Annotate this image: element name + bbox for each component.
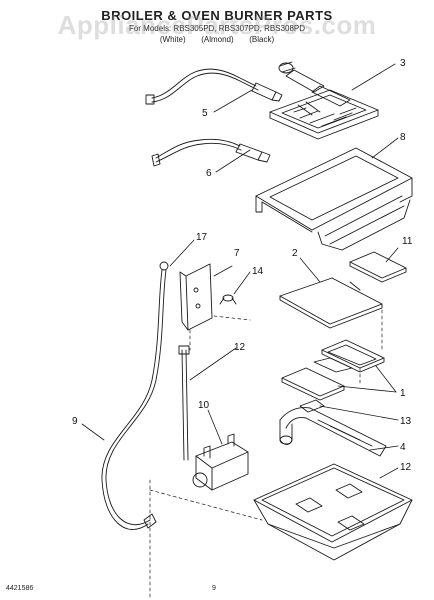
part-9-gas-line [101,261,169,530]
callout-15: 14 [252,266,264,277]
callout-6: 6 [206,168,212,179]
model-numbers: For Models: RBS305PD, RBS307PD, RBS308PD [128,24,306,33]
part-7-bracket [179,263,213,331]
callout-9: 9 [72,416,78,427]
part-4-oven-burner [279,407,387,457]
variant-almond: (Almond) [201,35,234,44]
part-3-broiler-burner [269,61,379,140]
callout-3: 3 [400,58,406,69]
callout-8: 8 [400,132,406,143]
part-13-bottom-pan [253,463,413,561]
callout-12: 12 [234,342,246,353]
part-10-gas-valve [192,433,249,491]
part-14-clip [299,399,325,413]
part-15-screw [219,294,237,305]
page-number: 9 [212,585,216,592]
diagram-title: BROILER & OVEN BURNER PARTS [101,8,333,23]
color-variants: (White) (Almond) (Black) [0,35,434,44]
callout-1: 1 [400,388,406,399]
part-12-tube [178,345,190,461]
part-6-igniter-harness [151,138,271,167]
callout-2: 2 [292,248,298,259]
callout-11: 11 [402,236,413,247]
callout-4: 4 [400,442,406,453]
callout-7: 7 [234,248,240,259]
callout-13: 12 [400,462,412,473]
part-11-plate [349,251,407,283]
leader-lines [81,63,399,479]
part-8-frame [255,147,413,251]
callout-5: 5 [202,108,208,119]
callout-17: 17 [196,232,208,243]
callout-14: 13 [400,416,412,427]
callout-10: 10 [198,400,210,411]
variant-white: (White) [159,35,186,44]
part-1-brackets [281,339,385,401]
variant-black: (Black) [249,35,275,44]
assembly-lines [149,309,383,600]
part-2-shield [279,277,383,329]
part-5-igniter-harness [145,68,283,105]
document-number: 4421586 [6,585,34,592]
